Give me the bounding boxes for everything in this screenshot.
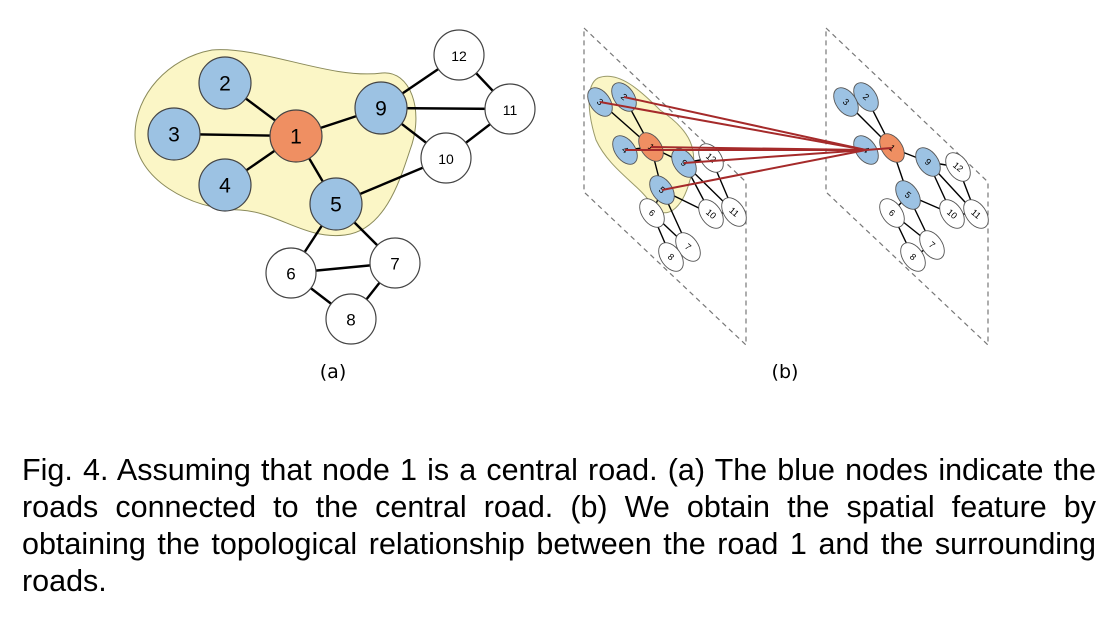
subcaption-b: (b) bbox=[772, 361, 799, 383]
node-a-2-label: 2 bbox=[219, 73, 231, 96]
node-a-11-circle bbox=[484, 83, 536, 135]
link-5-to-4 bbox=[661, 149, 867, 191]
node-bl-12: 12 bbox=[698, 143, 724, 173]
node-br-12: 12 bbox=[945, 152, 971, 182]
node-a-9-circle bbox=[354, 81, 408, 135]
link-3-to-4 bbox=[599, 101, 867, 151]
subcaption-a: (a) bbox=[320, 361, 346, 383]
node-a-10-circle bbox=[420, 132, 472, 184]
node-bl-10: 10 bbox=[698, 199, 724, 229]
node-br-12-label: 12 bbox=[951, 160, 965, 174]
node-br-5-shape bbox=[895, 180, 921, 210]
node-br-6-shape bbox=[879, 198, 905, 228]
node-a-2-circle bbox=[198, 56, 252, 110]
node-a-1-circle bbox=[269, 109, 323, 163]
node-br-7-label: 7 bbox=[927, 240, 937, 251]
node-a-9-label: 9 bbox=[375, 98, 387, 121]
node-a-8-circle bbox=[325, 293, 377, 345]
node-a-10: 10 bbox=[420, 132, 472, 184]
node-bl-8: 8 bbox=[658, 242, 684, 272]
node-br-8: 8 bbox=[900, 242, 926, 272]
node-br-10-shape bbox=[939, 199, 965, 229]
node-bl-11: 11 bbox=[721, 197, 747, 227]
node-br-9-label: 9 bbox=[923, 157, 933, 168]
node-bl-10-label: 10 bbox=[704, 207, 718, 221]
node-a-3: 3 bbox=[147, 107, 201, 161]
node-a-11-label: 11 bbox=[503, 102, 518, 118]
node-a-3-label: 3 bbox=[168, 124, 180, 147]
node-bl-11-shape bbox=[721, 197, 747, 227]
node-br-3-shape bbox=[833, 87, 859, 117]
node-br-7-shape bbox=[919, 230, 945, 260]
node-br-2-label: 2 bbox=[861, 92, 871, 103]
node-a-5-label: 5 bbox=[330, 194, 342, 217]
node-br-5-label: 5 bbox=[903, 190, 913, 201]
node-bl-8-label: 8 bbox=[666, 252, 676, 263]
node-a-7-circle bbox=[369, 237, 421, 289]
node-br-11: 11 bbox=[963, 199, 989, 229]
node-a-8-label: 8 bbox=[346, 311, 355, 330]
node-br-9-shape bbox=[915, 147, 941, 177]
link-1-to-4 bbox=[650, 146, 867, 151]
link-4-to-1 bbox=[865, 147, 893, 151]
node-br-11-shape bbox=[963, 199, 989, 229]
node-a-5-circle bbox=[309, 177, 363, 231]
node-a-7-label: 7 bbox=[390, 255, 399, 274]
node-br-8-label: 8 bbox=[908, 252, 918, 263]
node-bl-6-shape bbox=[639, 198, 665, 228]
node-bl-6-label: 6 bbox=[647, 208, 657, 219]
node-bl-6: 6 bbox=[639, 198, 665, 228]
node-br-10: 10 bbox=[939, 199, 965, 229]
node-a-4: 4 bbox=[198, 158, 252, 212]
node-a-5: 5 bbox=[309, 177, 363, 231]
node-a-12-circle bbox=[433, 29, 485, 81]
node-a-4-circle bbox=[198, 158, 252, 212]
node-bl-7-label: 7 bbox=[683, 242, 693, 253]
node-br-3: 3 bbox=[833, 87, 859, 117]
node-a-1-label: 1 bbox=[290, 126, 302, 149]
node-a-10-label: 10 bbox=[438, 151, 454, 167]
node-br-6-label: 6 bbox=[887, 208, 897, 219]
node-br-10-label: 10 bbox=[945, 207, 959, 221]
node-bl-8-shape bbox=[658, 242, 684, 272]
figure-caption: Fig. 4. Assuming that node 1 is a centra… bbox=[22, 453, 1096, 598]
node-a-6: 6 bbox=[265, 247, 317, 299]
node-a-12-label: 12 bbox=[451, 48, 467, 64]
node-bl-10-shape bbox=[698, 199, 724, 229]
node-br-12-shape bbox=[945, 152, 971, 182]
node-a-4-label: 4 bbox=[219, 175, 231, 198]
node-br-6: 6 bbox=[879, 198, 905, 228]
node-a-2: 2 bbox=[198, 56, 252, 110]
node-a-6-label: 6 bbox=[286, 265, 295, 284]
node-a-12: 12 bbox=[433, 29, 485, 81]
node-a-3-circle bbox=[147, 107, 201, 161]
node-br-3-label: 3 bbox=[841, 97, 851, 108]
node-br-7: 7 bbox=[919, 230, 945, 260]
link-9-to-4 bbox=[683, 149, 867, 164]
node-br-9: 9 bbox=[915, 147, 941, 177]
node-br-5: 5 bbox=[895, 180, 921, 210]
link-2-to-4 bbox=[623, 96, 867, 151]
node-a-6-circle bbox=[265, 247, 317, 299]
node-a-11: 11 bbox=[484, 83, 536, 135]
node-br-8-shape bbox=[900, 242, 926, 272]
node-a-7: 7 bbox=[369, 237, 421, 289]
node-a-1: 1 bbox=[269, 109, 323, 163]
node-a-8: 8 bbox=[325, 293, 377, 345]
node-a-9: 9 bbox=[354, 81, 408, 135]
